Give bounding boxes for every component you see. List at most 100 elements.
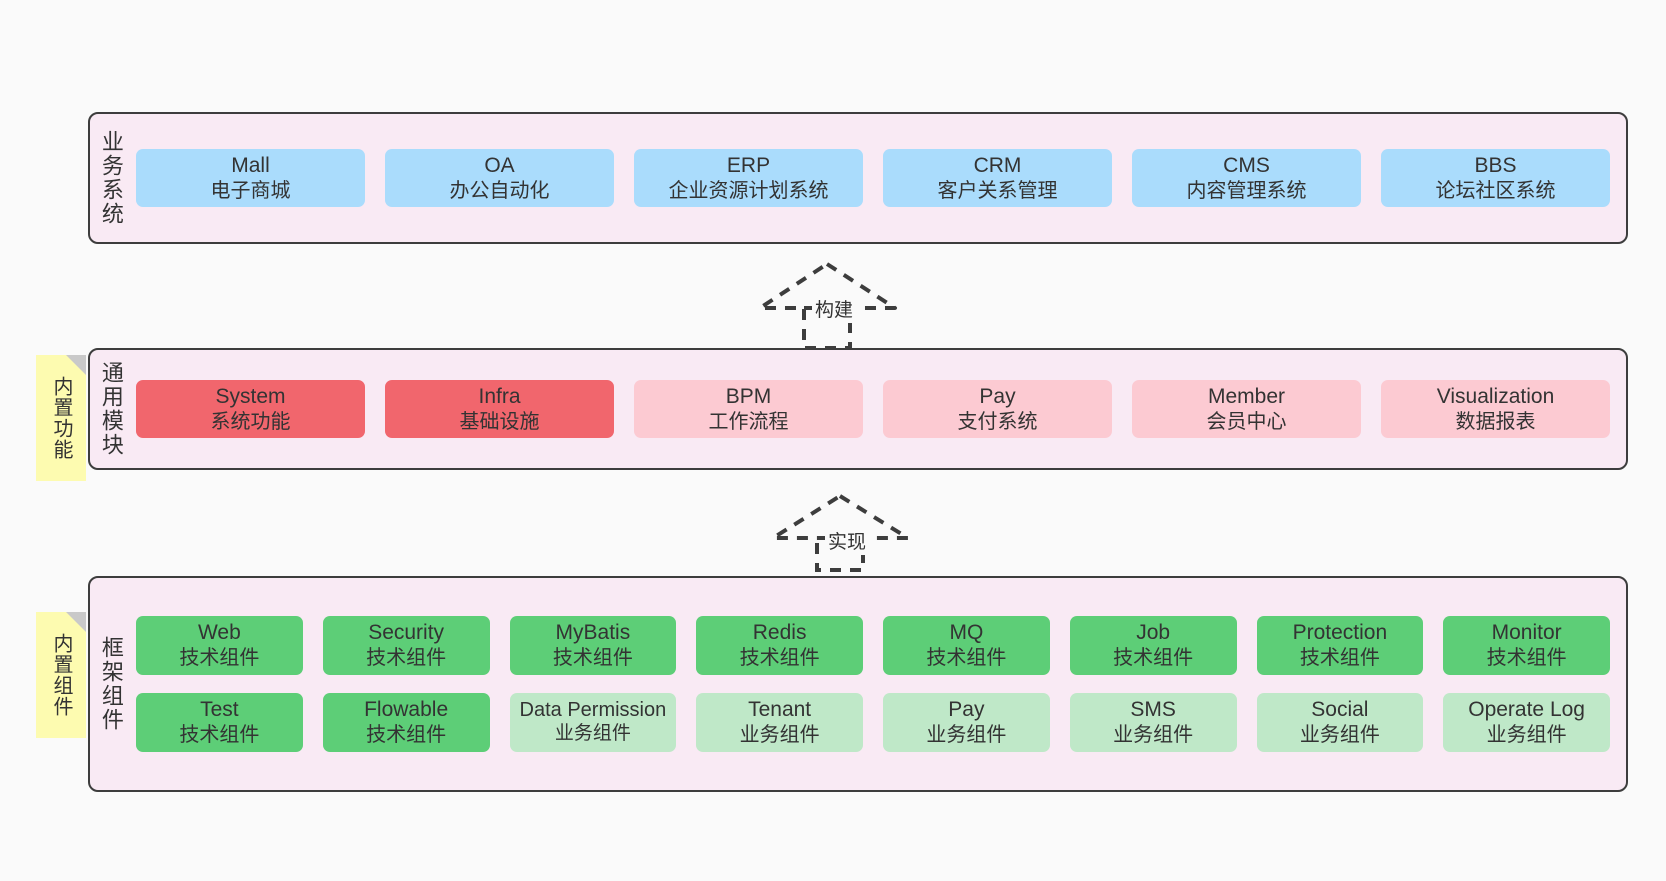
component-card-subtitle: 技术组件 (366, 724, 447, 747)
connector-build: 构建 (755, 258, 905, 350)
component-card-subtitle: 技术组件 (179, 724, 260, 747)
component-card-subtitle: 会员中心 (1206, 410, 1287, 433)
component-card-pay[interactable]: Pay 业务组件 (883, 693, 1050, 752)
connector-implement: 实现 (768, 490, 918, 572)
note-fold-corner-icon (66, 612, 86, 632)
component-card-test[interactable]: Test 技术组件 (136, 693, 303, 752)
component-card-subtitle: 技术组件 (1113, 647, 1194, 670)
component-card-title: Mall (231, 153, 270, 177)
component-card-title: Operate Log (1468, 698, 1585, 721)
component-card-title: CRM (973, 153, 1022, 177)
component-card-sms[interactable]: SMS 业务组件 (1069, 693, 1237, 752)
component-card-subtitle: 技术组件 (1486, 647, 1567, 670)
layer-title-common-modules: 通用模块 (98, 361, 124, 457)
component-card-flowable[interactable]: Flowable 技术组件 (322, 693, 490, 752)
layer-title-framework-components: 框架组件 (98, 636, 124, 732)
component-card-title: Infra (478, 384, 521, 408)
component-card-title: Test (200, 698, 239, 721)
component-card-title: MyBatis (555, 621, 631, 645)
component-card-title: Data Permission (519, 699, 667, 722)
component-card-title: Member (1207, 384, 1286, 408)
component-card-subtitle: 企业资源计划系统 (668, 179, 829, 202)
component-card-title: Social (1311, 698, 1369, 721)
component-card-subtitle: 业务组件 (1486, 724, 1567, 747)
component-card-subtitle: 技术组件 (926, 647, 1007, 670)
component-card-title: BBS (1474, 153, 1517, 177)
component-card-title: CMS (1223, 153, 1270, 177)
component-card-subtitle: 技术组件 (366, 647, 447, 670)
component-card-title: Security (368, 621, 445, 645)
component-card-title: Pay (979, 384, 1016, 408)
component-card-title: Pay (948, 698, 985, 721)
component-card-subtitle: 电子商城 (210, 179, 291, 202)
component-card-title: System (215, 384, 286, 408)
component-card-subtitle: 技术组件 (739, 647, 820, 670)
component-card-title: Web (197, 621, 241, 645)
component-card-title: Monitor (1491, 621, 1562, 645)
component-card-title: Redis (752, 621, 807, 645)
component-card-operate-log[interactable]: Operate Log 业务组件 (1443, 693, 1610, 752)
component-card-subtitle: 支付系统 (957, 410, 1038, 433)
component-card-title: Visualization (1436, 384, 1555, 408)
component-card-title: Protection (1292, 621, 1388, 645)
component-card-subtitle: 技术组件 (552, 647, 633, 670)
component-card-subtitle: 客户关系管理 (937, 179, 1058, 202)
component-card-title: SMS (1130, 698, 1176, 721)
component-card-subtitle: 业务组件 (739, 724, 820, 747)
component-card-subtitle: 业务组件 (926, 724, 1007, 747)
note-fold-corner-icon (66, 355, 86, 375)
note-builtin-components-label: 内置组件 (50, 633, 72, 717)
connector-build-label: 构建 (812, 294, 857, 323)
layer-title-business-systems: 业务系统 (98, 130, 124, 226)
component-card-title: BPM (725, 384, 772, 408)
component-card-subtitle: 技术组件 (1299, 647, 1380, 670)
component-card-title: Job (1136, 621, 1171, 645)
component-card-title: MQ (949, 621, 984, 645)
note-builtin-functions-label: 内置功能 (50, 376, 72, 460)
component-card-subtitle: 技术组件 (179, 647, 260, 670)
component-card-subtitle: 系统功能 (210, 410, 291, 433)
component-card-subtitle: 业务组件 (554, 723, 631, 745)
component-card-subtitle: 内容管理系统 (1186, 179, 1307, 202)
component-card-title: Flowable (364, 698, 449, 721)
component-card-subtitle: 业务组件 (1113, 724, 1194, 747)
component-card-subtitle: 数据报表 (1455, 410, 1536, 433)
note-builtin-components: 内置组件 (36, 612, 86, 738)
component-card-subtitle: 工作流程 (708, 410, 789, 433)
connector-implement-label: 实现 (825, 526, 870, 555)
component-card-title: OA (484, 153, 515, 177)
